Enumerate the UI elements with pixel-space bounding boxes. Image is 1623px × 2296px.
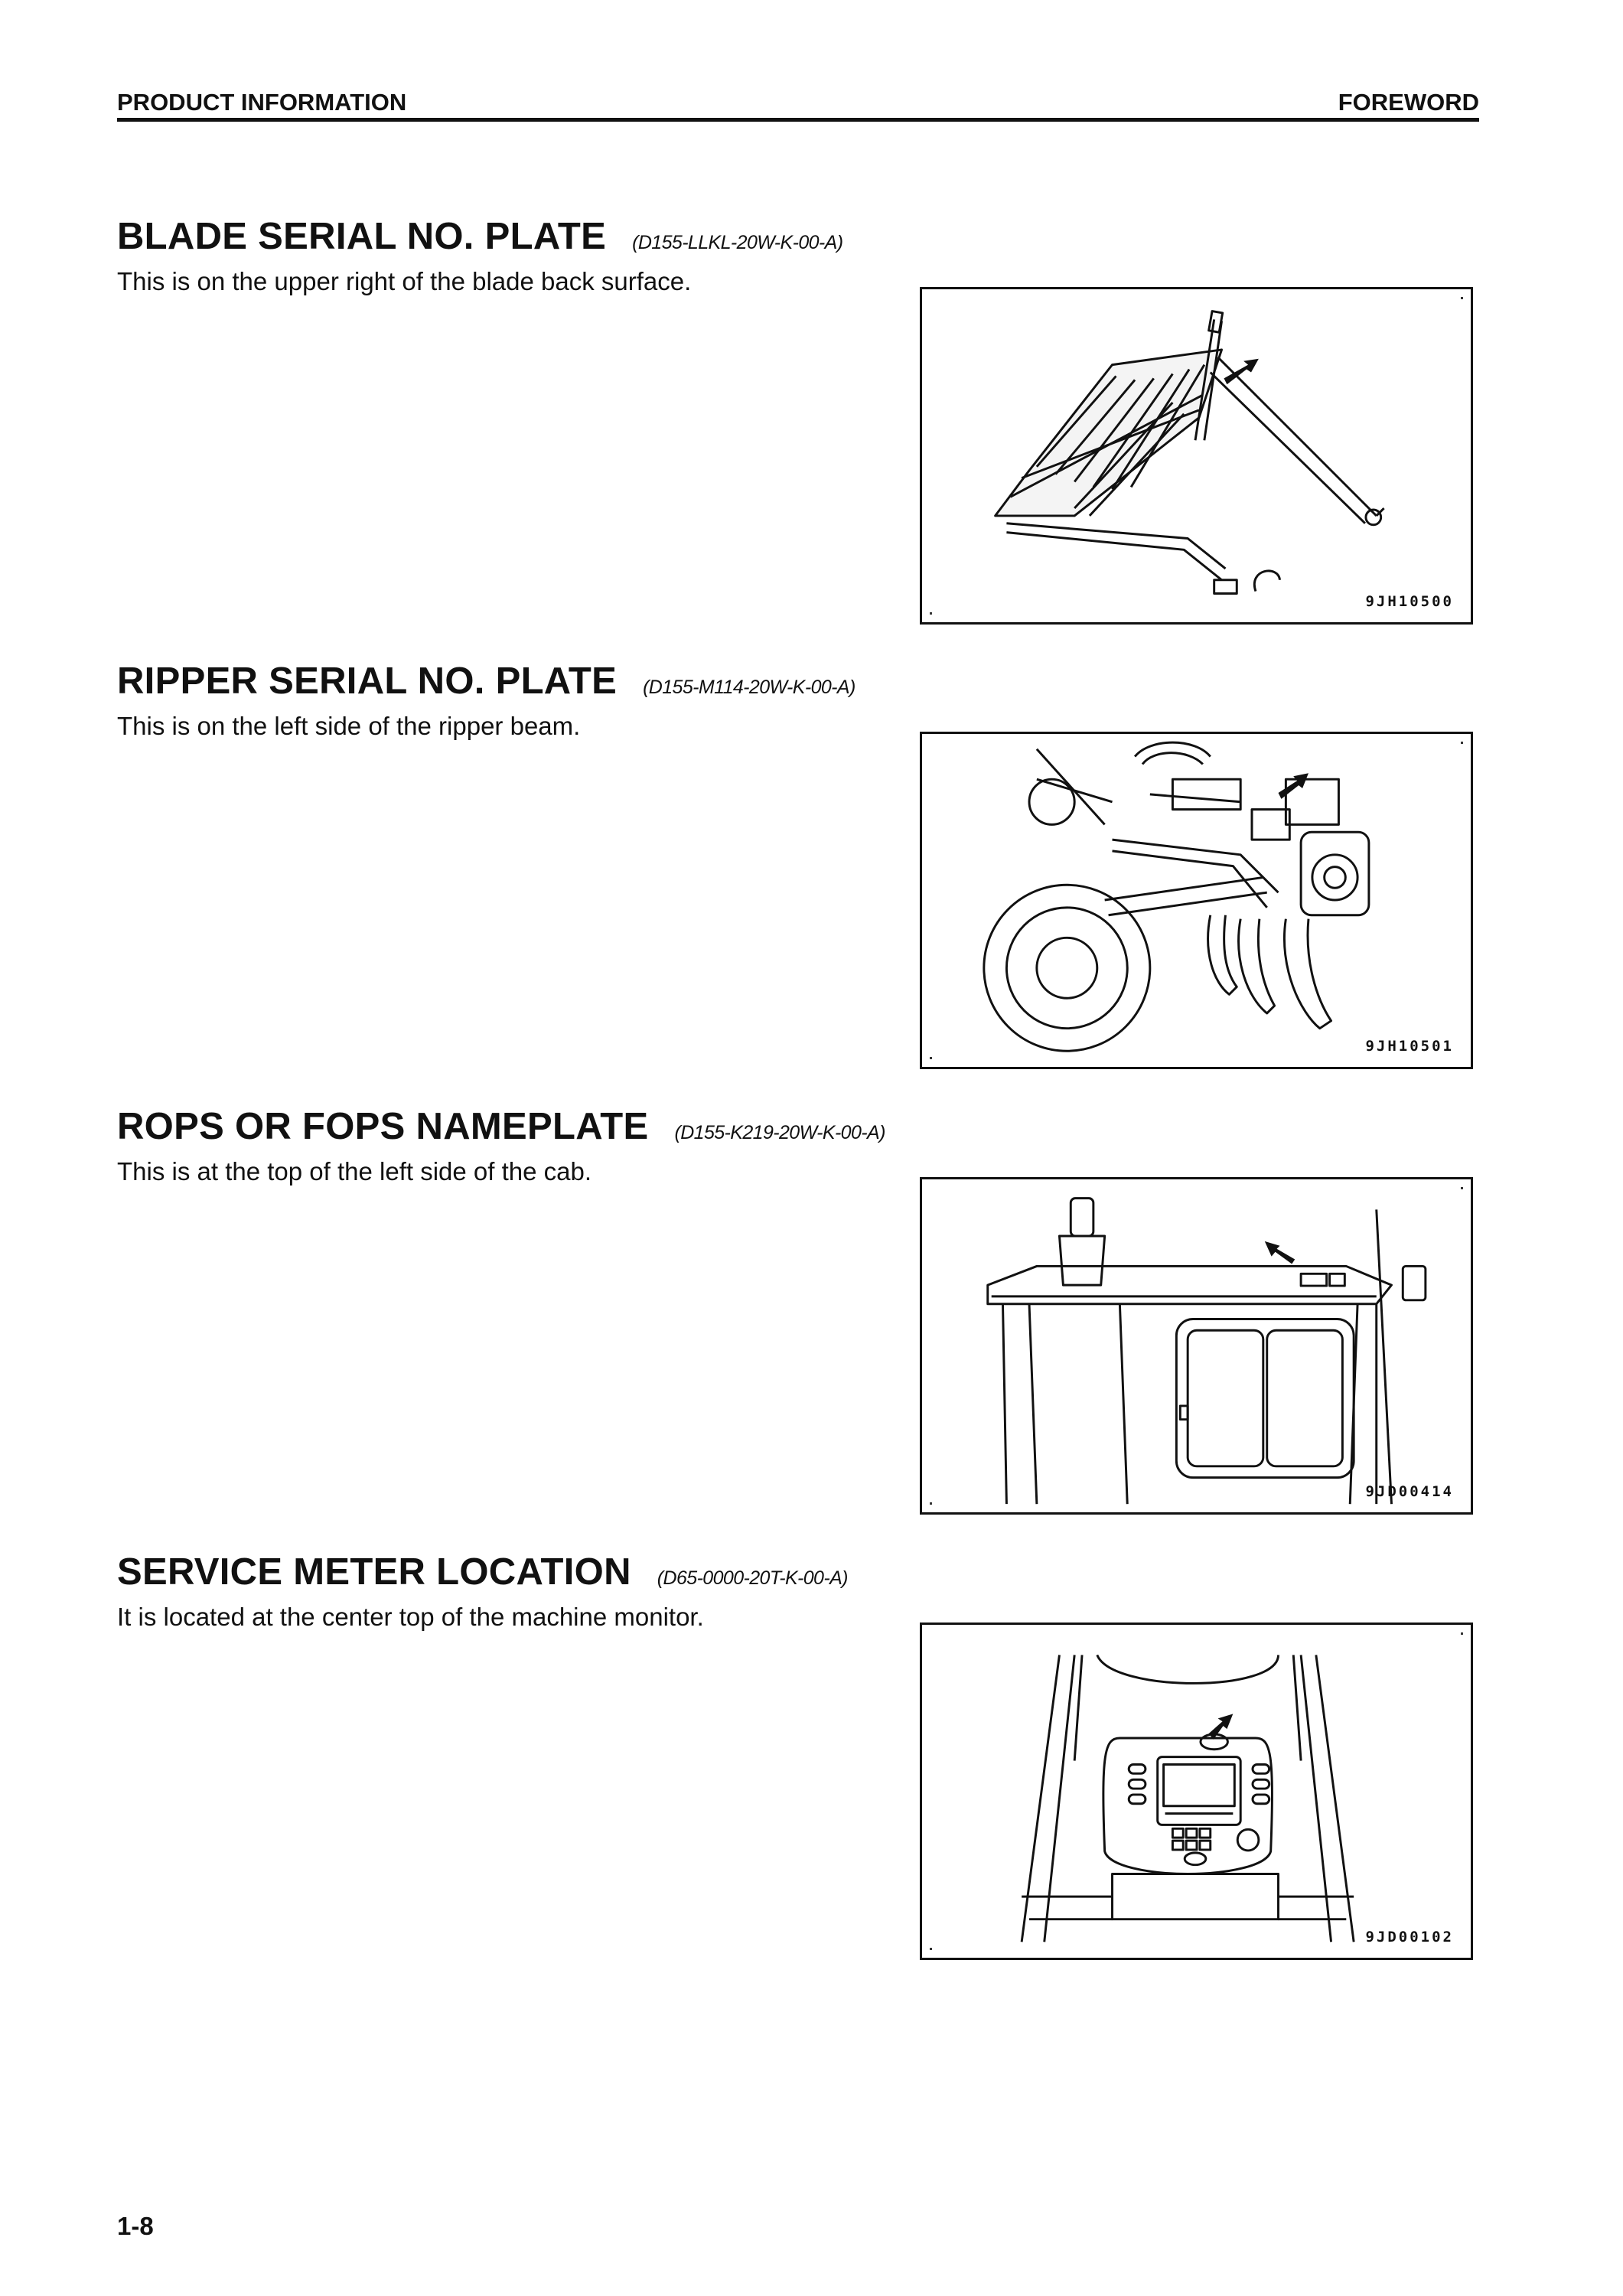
section-ripper-serial-plate: RIPPER SERIAL NO. PLATE (D155-M114-20W-K-…	[117, 660, 1479, 1088]
section-description: It is located at the center top of the m…	[117, 1603, 704, 1631]
ripper-illustration: 9JH10501	[920, 732, 1473, 1069]
section-title: BLADE SERIAL NO. PLATE	[117, 216, 607, 257]
figure-code: 9JH10500	[1365, 593, 1454, 610]
section-title: RIPPER SERIAL NO. PLATE	[117, 660, 618, 702]
rops-illustration: 9JD00414	[920, 1177, 1473, 1515]
monitor-illustration: 9JD00102	[920, 1623, 1473, 1960]
header-section-label: PRODUCT INFORMATION	[117, 89, 407, 116]
figure-code: 9JH10501	[1365, 1038, 1454, 1055]
section-heading: ROPS OR FOPS NAMEPLATE (D155-K219-20W-K-0…	[117, 1105, 885, 1148]
section-blade-serial-plate: BLADE SERIAL NO. PLATE (D155-LLKL-20W-K-0…	[117, 215, 1479, 644]
section-code: (D155-K219-20W-K-00-A)	[674, 1122, 885, 1143]
section-description: This is on the upper right of the blade …	[117, 267, 692, 295]
section-service-meter-location: SERVICE METER LOCATION (D65-0000-20T-K-00…	[117, 1551, 1479, 1979]
figure-code: 9JD00414	[1365, 1483, 1454, 1500]
section-description: This is on the left side of the ripper b…	[117, 712, 581, 740]
section-code: (D155-LLKL-20W-K-00-A)	[632, 232, 843, 253]
page-number: 1-8	[117, 2212, 154, 2240]
header-chapter-label: FOREWORD	[1338, 89, 1479, 116]
section-title: SERVICE METER LOCATION	[117, 1551, 631, 1593]
section-title: ROPS OR FOPS NAMEPLATE	[117, 1106, 649, 1147]
blade-illustration: 9JH10500	[920, 287, 1473, 625]
blade-drawing	[994, 310, 1385, 595]
section-code: (D65-0000-20T-K-00-A)	[657, 1567, 849, 1589]
ripper-drawing	[983, 741, 1370, 1052]
monitor-drawing	[1020, 1654, 1355, 1942]
page-header: PRODUCT INFORMATION FOREWORD	[117, 87, 1479, 122]
cab-drawing	[986, 1197, 1427, 1505]
figure-code: 9JD00102	[1365, 1929, 1454, 1945]
section-heading: SERVICE METER LOCATION (D65-0000-20T-K-00…	[117, 1551, 849, 1593]
section-code: (D155-M114-20W-K-00-A)	[643, 677, 855, 698]
section-heading: BLADE SERIAL NO. PLATE (D155-LLKL-20W-K-0…	[117, 215, 843, 258]
section-rops-fops-nameplate: ROPS OR FOPS NAMEPLATE (D155-K219-20W-K-0…	[117, 1105, 1479, 1534]
section-heading: RIPPER SERIAL NO. PLATE (D155-M114-20W-K-…	[117, 660, 855, 703]
section-description: This is at the top of the left side of t…	[117, 1157, 592, 1186]
